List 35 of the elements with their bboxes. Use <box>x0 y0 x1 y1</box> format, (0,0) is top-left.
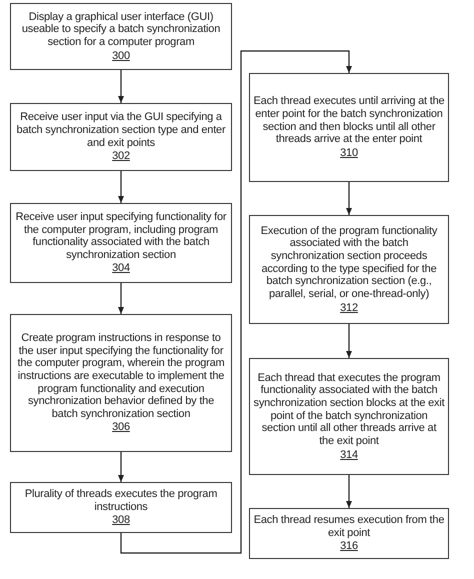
step-number: 314 <box>340 448 358 462</box>
process-box <box>249 215 449 324</box>
step-number: 310 <box>340 146 358 160</box>
step-text: Each thread executes until arriving at the enter point for the batch synchronization section and then blocks until all other threads arrive at the enter point <box>253 95 445 146</box>
step-number: 316 <box>340 540 358 553</box>
step-text: Create program instructions in response to the user input specifying the functionality for the computer program, wherein the program instructions are executable to implement the program functionality and execution synchronization behavior defined by the batch synchronization section <box>16 332 226 420</box>
step-number: 312 <box>340 302 358 314</box>
process-box <box>249 358 449 475</box>
arrow <box>346 182 352 215</box>
arrow <box>118 283 124 314</box>
process-box <box>249 508 449 559</box>
process-box <box>249 73 449 182</box>
step-text: Execution of the program functionality associated with the batch synchronization section proceeds according to the type specified for the batch synchronization section (e.g., parallel, serial, or one-thread-only) <box>260 224 438 301</box>
step-number: 302 <box>112 150 130 163</box>
step-number: 300 <box>112 50 130 62</box>
process-box <box>10 3 232 70</box>
step-number: 306 <box>112 421 130 434</box>
step-text: Receive user input specifying functionality for the computer program, including program functionality associated with the batch synchronization section <box>14 210 228 262</box>
step-text: Display a graphical user interface (GUI) useable to specify a batch synchronization section for a computer program <box>20 10 222 49</box>
arrow <box>118 70 124 103</box>
process-box <box>10 482 232 533</box>
step-text: Each thread resumes execution from the exit point <box>253 514 445 540</box>
step-text: Each thread that executes the program functionality associated with the batch synchronization section blocks at the exit point of the batch synchronization section until all other threads arrive at the exit point <box>253 372 445 448</box>
step-number: 304 <box>112 262 130 276</box>
arrow <box>118 171 124 203</box>
arrow <box>120 50 352 554</box>
process-box <box>10 203 232 283</box>
arrow <box>346 324 352 358</box>
step-text: Receive user input via the GUI specifying a batch synchronization section type and enter and exit points <box>16 111 226 150</box>
step-number: 308 <box>112 514 130 527</box>
process-box <box>10 314 232 452</box>
arrow <box>118 452 124 482</box>
process-box <box>10 103 232 171</box>
step-text: Plurality of threads executes the program instructions <box>24 488 218 514</box>
arrow <box>346 475 352 508</box>
